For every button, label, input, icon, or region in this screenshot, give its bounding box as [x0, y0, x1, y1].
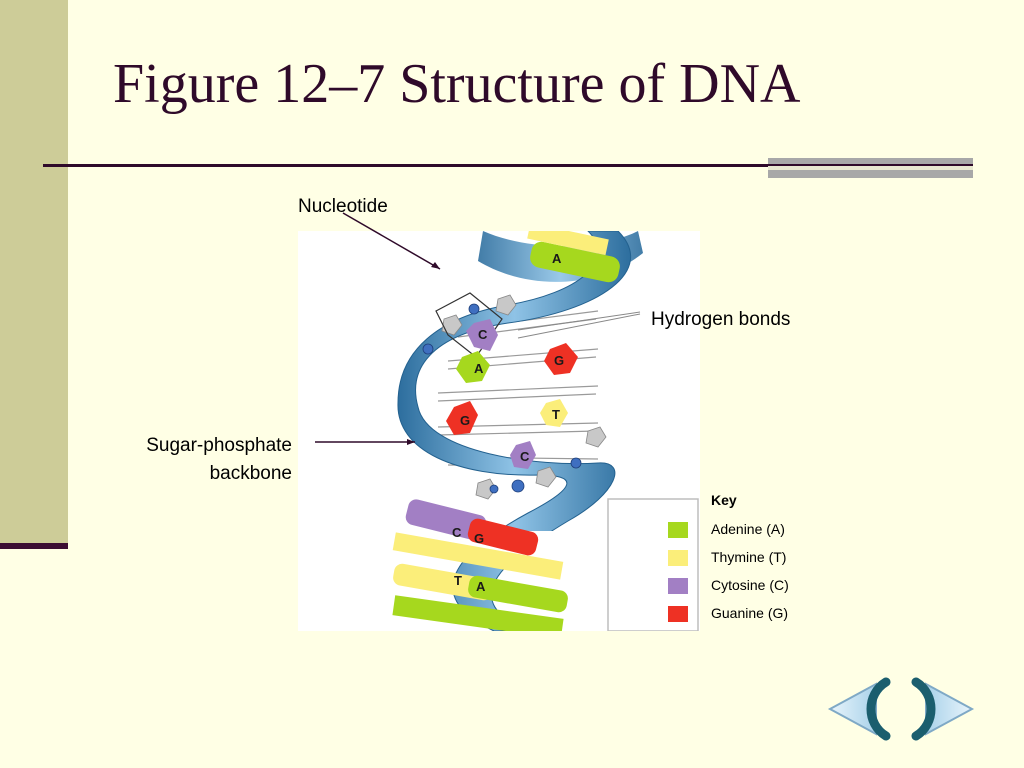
left-sidebar-bar [0, 0, 68, 545]
chevron-left-icon [827, 677, 891, 741]
nucleotide-label: Nucleotide [298, 196, 388, 217]
left-sidebar-accent [0, 543, 68, 549]
backbone-label: Sugar-phosphate backbone [100, 432, 292, 488]
phosphate-spheres [422, 303, 582, 494]
backbone-label-line1: Sugar-phosphate [146, 435, 292, 456]
base-letter: T [454, 573, 462, 588]
key-item-adenine: Adenine (A) [660, 518, 830, 542]
hydrogen-bonds-label: Hydrogen bonds [651, 309, 791, 330]
key-item-guanine: Guanine (G) [660, 602, 830, 626]
base-letter: T [552, 407, 560, 422]
key-label: Adenine (A) [711, 521, 785, 537]
base-letter: G [474, 531, 484, 546]
title-divider-accent [768, 158, 973, 178]
base-letter: C [478, 327, 488, 342]
key-swatch [668, 522, 688, 538]
key-label: Guanine (G) [711, 605, 789, 621]
key-title: Key [711, 492, 737, 508]
slide-title: Figure 12–7 Structure of DNA [113, 53, 801, 115]
backbone-label-line2: backbone [209, 463, 292, 484]
dna-diagram: A C G A T G C C G T A [298, 231, 700, 631]
base-letter: G [460, 413, 470, 428]
key-swatch [668, 550, 688, 566]
key-item-cytosine: Cytosine (C) [660, 574, 830, 598]
key-swatch [668, 578, 688, 594]
base-letter: C [452, 525, 462, 540]
key-label: Cytosine (C) [711, 577, 789, 593]
base-hexagons [446, 319, 578, 469]
base-letter: C [520, 449, 530, 464]
key-swatch [668, 606, 688, 622]
title-divider [43, 164, 973, 167]
base-letter: A [474, 361, 484, 376]
base-letter: A [476, 579, 486, 594]
base-letter: G [554, 353, 564, 368]
key-item-thymine: Thymine (T) [660, 546, 830, 570]
lower-base-pair-bars [388, 499, 588, 631]
base-letter: A [552, 251, 562, 266]
key-label: Thymine (T) [711, 549, 787, 565]
next-slide-button[interactable] [910, 676, 976, 742]
previous-slide-button[interactable] [826, 676, 892, 742]
chevron-right-icon [911, 677, 975, 741]
upper-base-pair-bar-a [530, 241, 620, 283]
sugar-pentagons [441, 294, 607, 500]
base-letters: A C G A T G C C G T A [452, 251, 564, 594]
